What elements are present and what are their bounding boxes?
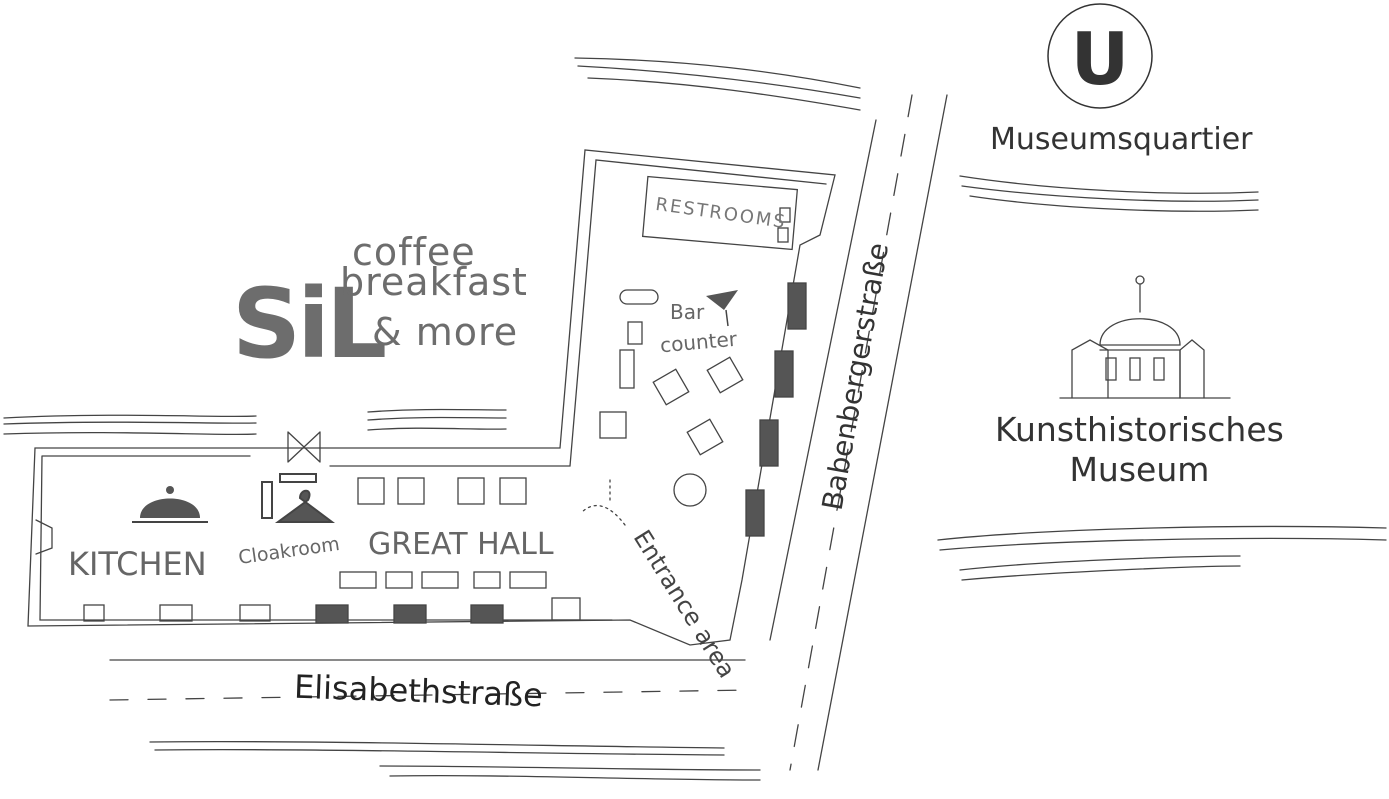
kunsthistorisches-museum-icon (1059, 275, 1231, 399)
road-top-left (3, 414, 257, 436)
road-right-mid (937, 525, 1387, 581)
road-top (574, 57, 861, 111)
babenbergerstrasse-edge-mid (789, 94, 913, 771)
bar-area-tables (599, 289, 744, 507)
landmark-name-line2: Museum (1069, 450, 1210, 489)
road-mid-left (367, 408, 507, 431)
brand-tagline-breakfast: breakfast (340, 260, 528, 304)
great-hall-tables (339, 477, 547, 589)
hanger-icon (261, 473, 335, 523)
brand-tagline-more: & more (372, 310, 519, 354)
room-label-bar: Bar (670, 300, 705, 324)
entrance-arrow (581, 504, 626, 526)
station-name: Museumsquartier (990, 122, 1253, 157)
front-door (287, 431, 321, 463)
ubahn-logo-ring (1047, 3, 1153, 109)
brand-name: SiL (232, 268, 387, 380)
cloche-icon (132, 486, 208, 523)
brand-tagline-coffee: coffee (352, 230, 476, 274)
ubahn-logo-letter: U (1071, 17, 1129, 101)
great-hall-dark-windows (315, 282, 807, 624)
room-label-great-hall: GREAT HALL (368, 527, 554, 562)
babenbergerstrasse-edge-right (817, 94, 948, 771)
elisabethstrasse-edge-bottom (109, 689, 751, 701)
road-right-top (959, 175, 1259, 212)
great-hall-window-row (83, 597, 581, 622)
restrooms-block (641, 175, 799, 251)
landmark-name-line1: Kunsthistorisches (995, 410, 1284, 449)
cocktail-icon (706, 290, 738, 327)
road-bottom (149, 740, 761, 781)
room-label-kitchen: KITCHEN (68, 545, 207, 583)
building-outline (27, 149, 836, 646)
kitchen-door (35, 519, 53, 555)
babenbergerstrasse-edge-left (769, 119, 877, 641)
landmark-name: Kunsthistorisches Museum (995, 410, 1284, 490)
